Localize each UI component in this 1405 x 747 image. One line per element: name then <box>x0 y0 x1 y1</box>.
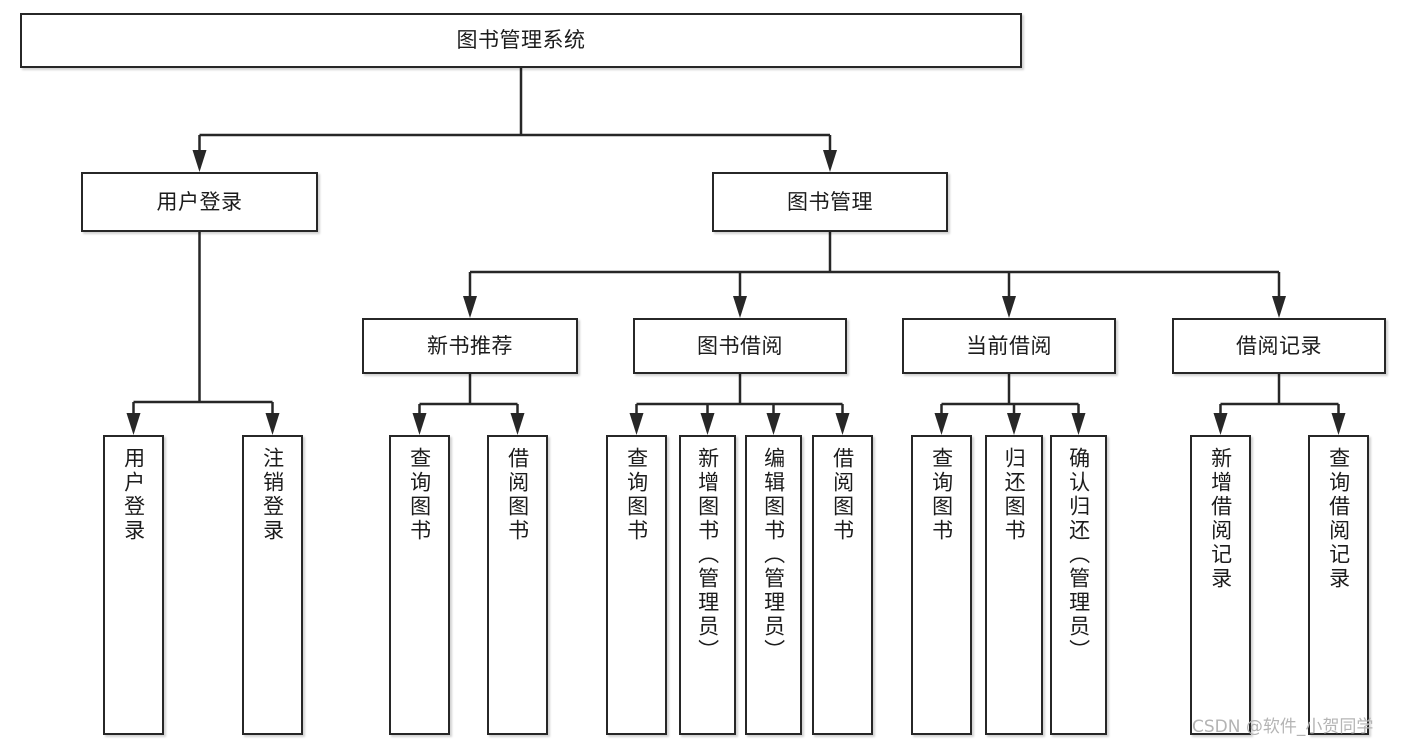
node-label: 归还图书 <box>1002 447 1027 543</box>
node-l-addrec[interactable]: 新增借阅记录 <box>1190 435 1251 735</box>
node-login[interactable]: 用户登录 <box>81 172 318 232</box>
arrowhead-icon <box>412 413 427 435</box>
arrowhead-icon <box>126 413 141 435</box>
node-l-add[interactable]: 新增图书（管理员） <box>679 435 736 735</box>
node-current[interactable]: 当前借阅 <box>902 318 1116 374</box>
arrowhead-icon <box>265 413 280 435</box>
arrowhead-icon <box>1331 413 1346 435</box>
arrowhead-icon <box>823 150 837 172</box>
node-label: 新增借阅记录 <box>1208 447 1233 591</box>
node-l-queryrec[interactable]: 查询借阅记录 <box>1308 435 1369 735</box>
node-label: 借阅记录 <box>1236 333 1322 358</box>
node-label: 借阅图书 <box>830 447 855 543</box>
node-label: 新增图书（管理员） <box>695 447 720 663</box>
node-borrow[interactable]: 图书借阅 <box>633 318 847 374</box>
node-label: 查询图书 <box>929 447 954 543</box>
arrowhead-icon <box>766 413 781 435</box>
node-l-return[interactable]: 归还图书 <box>985 435 1043 735</box>
node-l-login[interactable]: 用户登录 <box>103 435 164 735</box>
arrowhead-icon <box>629 413 644 435</box>
node-label: 图书借阅 <box>697 333 783 358</box>
node-l-borrow1[interactable]: 借阅图书 <box>487 435 548 735</box>
arrowhead-icon <box>1213 413 1228 435</box>
node-label: 编辑图书（管理员） <box>761 447 786 663</box>
node-bookmgmt[interactable]: 图书管理 <box>712 172 948 232</box>
node-l-borrow2[interactable]: 借阅图书 <box>812 435 873 735</box>
node-label: 确认归还（管理员） <box>1066 447 1091 663</box>
arrowhead-icon <box>1071 413 1086 435</box>
node-newbook[interactable]: 新书推荐 <box>362 318 578 374</box>
node-label: 图书管理 <box>787 189 873 214</box>
node-label: 用户登录 <box>156 189 243 214</box>
arrowhead-icon <box>700 413 715 435</box>
arrowhead-icon <box>1007 413 1021 435</box>
node-l-confirm[interactable]: 确认归还（管理员） <box>1050 435 1107 735</box>
node-label: 新书推荐 <box>427 333 513 358</box>
node-label: 查询图书 <box>407 447 432 543</box>
node-label: 借阅图书 <box>505 447 530 543</box>
arrowhead-icon <box>1272 296 1286 318</box>
node-label: 图书管理系统 <box>456 28 586 53</box>
arrowhead-icon <box>1002 296 1016 318</box>
node-records[interactable]: 借阅记录 <box>1172 318 1386 374</box>
node-l-edit[interactable]: 编辑图书（管理员） <box>745 435 802 735</box>
arrowhead-icon <box>733 296 747 318</box>
node-l-query2[interactable]: 查询图书 <box>606 435 667 735</box>
watermark-text: CSDN @软件_小贺同学 <box>1192 717 1374 737</box>
arrowhead-icon <box>510 413 525 435</box>
arrowhead-icon <box>934 413 949 435</box>
arrowhead-icon <box>192 150 207 172</box>
node-label: 查询借阅记录 <box>1326 447 1351 591</box>
node-l-query3[interactable]: 查询图书 <box>911 435 972 735</box>
node-l-logout[interactable]: 注销登录 <box>242 435 303 735</box>
node-label: 用户登录 <box>121 447 146 543</box>
node-label: 当前借阅 <box>966 333 1052 358</box>
node-label: 注销登录 <box>260 447 285 543</box>
node-l-query1[interactable]: 查询图书 <box>389 435 450 735</box>
node-root[interactable]: 图书管理系统 <box>20 13 1022 68</box>
arrowhead-icon <box>463 296 477 318</box>
node-label: 查询图书 <box>624 447 649 543</box>
arrowhead-icon <box>835 413 850 435</box>
